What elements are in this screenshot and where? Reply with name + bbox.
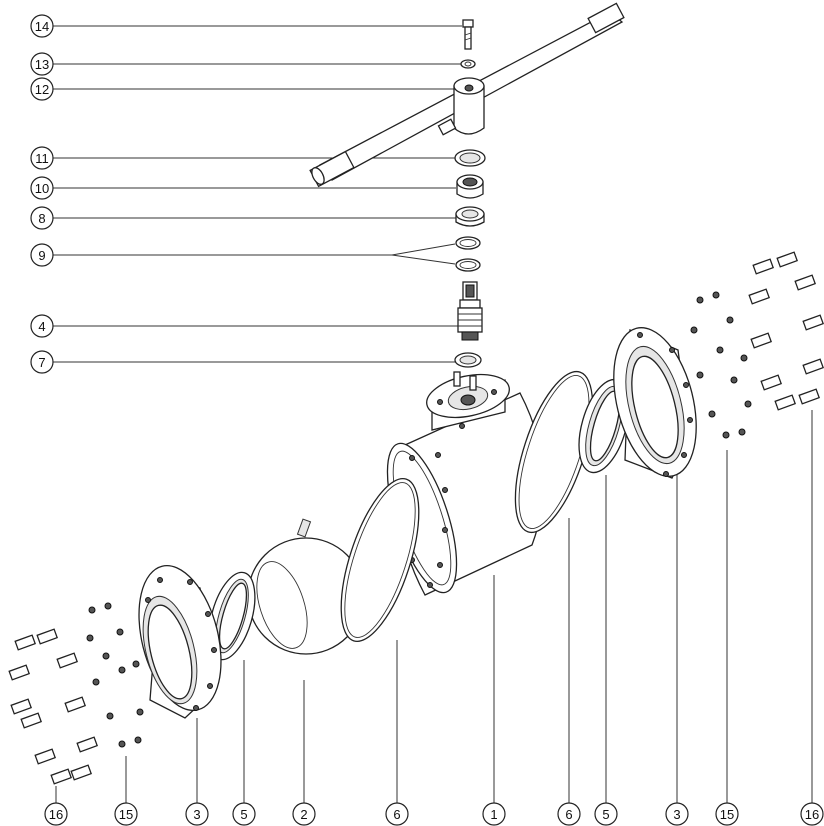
right-cap-bolt-holes	[637, 332, 693, 477]
part-8-bearing	[455, 206, 485, 227]
part-16-bolts-right	[748, 251, 824, 411]
svg-text:14: 14	[35, 19, 49, 34]
part-9-o-rings	[455, 236, 481, 272]
svg-text:6: 6	[393, 807, 400, 822]
svg-text:10: 10	[35, 181, 49, 196]
svg-text:4: 4	[38, 319, 45, 334]
part-5-seat-left	[208, 571, 256, 661]
svg-text:16: 16	[805, 807, 819, 822]
callout-4: 4	[30, 314, 54, 338]
svg-text:3: 3	[193, 807, 200, 822]
svg-text:15: 15	[720, 807, 734, 822]
callout-7: 7	[30, 350, 54, 374]
callout-12: 12	[30, 77, 54, 101]
callouts-left: 14 13 12 11 10 8 9 4 7	[30, 14, 54, 374]
part-15-nuts-left	[86, 602, 144, 748]
callout-5-left: 5	[232, 802, 256, 826]
callout-8: 8	[30, 206, 54, 230]
part-12-t-handle	[309, 2, 625, 188]
callout-6-right: 6	[557, 802, 581, 826]
leader-lines	[52, 25, 813, 808]
part-16-bolts-left	[8, 628, 99, 785]
callout-9: 9	[30, 243, 54, 267]
callout-11: 11	[30, 146, 54, 170]
left-cap-bolt-holes	[145, 577, 217, 711]
part-4-stem	[457, 281, 483, 341]
svg-text:15: 15	[119, 807, 133, 822]
svg-text:12: 12	[35, 82, 49, 97]
callout-6-left: 6	[385, 802, 409, 826]
svg-text:2: 2	[300, 807, 307, 822]
part-14-screw	[462, 19, 474, 50]
callouts-bottom: 16 15 3 5 2 6 1 6 5 3 15 16	[44, 802, 824, 826]
part-15-nuts-right	[690, 291, 752, 439]
svg-text:16: 16	[49, 807, 63, 822]
part-6-gasket-left	[340, 477, 420, 643]
svg-text:13: 13	[35, 57, 49, 72]
svg-text:8: 8	[38, 211, 45, 226]
callout-13: 13	[30, 52, 54, 76]
svg-text:1: 1	[490, 807, 497, 822]
part-3-end-cap-left	[138, 564, 222, 719]
part-7-thrust-washer	[454, 352, 482, 368]
callout-15-left: 15	[114, 802, 138, 826]
svg-text:5: 5	[602, 807, 609, 822]
svg-text:6: 6	[565, 807, 572, 822]
part-11-snap-ring	[454, 149, 486, 167]
callout-3-left: 3	[185, 802, 209, 826]
svg-text:9: 9	[38, 248, 45, 263]
part-3-end-cap-right	[613, 327, 697, 479]
part-6-gasket-right	[514, 370, 594, 534]
part-10-gland	[456, 174, 484, 199]
callout-2: 2	[292, 802, 316, 826]
callout-14: 14	[30, 14, 54, 38]
svg-text:11: 11	[35, 151, 49, 166]
svg-text:3: 3	[673, 807, 680, 822]
callout-16-left: 16	[44, 802, 68, 826]
callout-1: 1	[482, 802, 506, 826]
callout-10: 10	[30, 176, 54, 200]
callout-15-right: 15	[715, 802, 739, 826]
callout-5-right: 5	[594, 802, 618, 826]
svg-text:7: 7	[38, 355, 45, 370]
svg-text:5: 5	[240, 807, 247, 822]
callout-16-right: 16	[800, 802, 824, 826]
part-13-washer	[460, 59, 476, 69]
callout-3-right: 3	[665, 802, 689, 826]
